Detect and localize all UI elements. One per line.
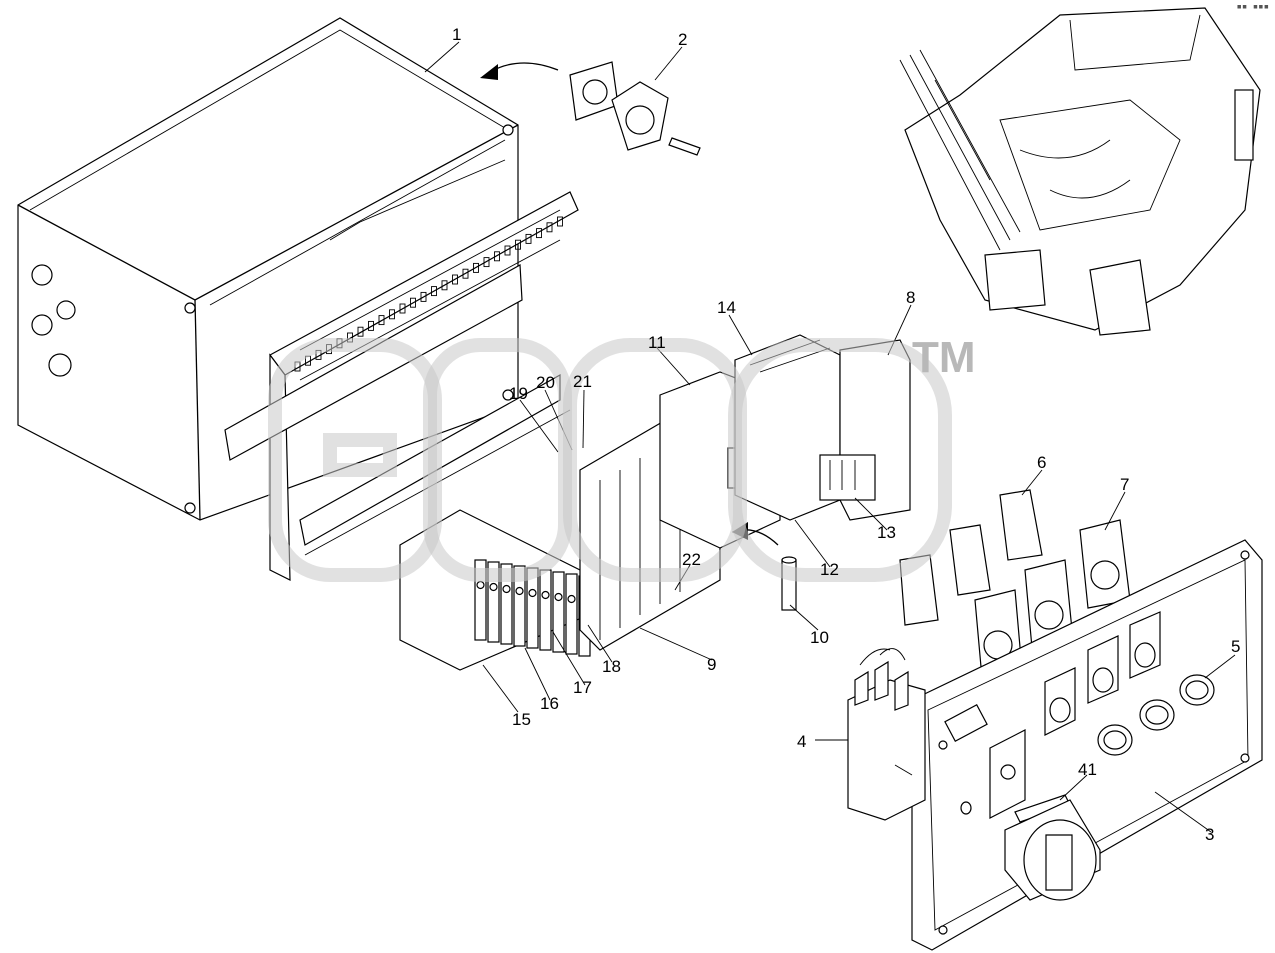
rail-tooth <box>389 309 395 320</box>
terminal-screw <box>515 586 524 596</box>
terminal-screw <box>528 588 537 598</box>
terminal-module <box>552 571 565 653</box>
rail-tooth <box>399 303 406 314</box>
callout-13: 13 <box>877 523 896 542</box>
rail-tooth <box>536 228 542 239</box>
callout-22: 22 <box>682 550 701 569</box>
rail-tooth <box>420 291 427 302</box>
callout-14: 14 <box>717 298 736 317</box>
terminal-screw <box>567 594 576 604</box>
callout-7: 7 <box>1120 475 1129 494</box>
rotary-switch <box>1004 799 1101 901</box>
callout-41: 41 <box>1078 760 1097 779</box>
socket-connector <box>569 61 701 156</box>
callout-16: 16 <box>540 694 559 713</box>
callout-19: 19 <box>509 384 528 403</box>
rail-tooth <box>357 326 364 337</box>
callout-3: 3 <box>1205 825 1214 844</box>
rail-tooth <box>441 280 448 291</box>
terminal-screw <box>489 582 498 592</box>
rail-tooth <box>504 245 511 256</box>
callout-6: 6 <box>1037 453 1046 472</box>
callout-12: 12 <box>820 560 839 579</box>
corner-mark: ▪▪ ▪▪▪ <box>1236 2 1269 12</box>
callout-8: 8 <box>906 288 915 307</box>
callout-18: 18 <box>602 657 621 676</box>
rail-tooth <box>483 257 490 268</box>
callout-11: 11 <box>648 333 666 352</box>
rail-tooth <box>452 274 458 285</box>
callout-1: 1 <box>452 25 461 44</box>
contact-holders-7 <box>974 519 1131 679</box>
trademark-sign: TM <box>912 333 976 382</box>
rail-tooth <box>410 297 416 308</box>
rail-tooth <box>515 239 521 250</box>
terminal-module <box>487 561 500 643</box>
terminal-screw <box>476 580 485 590</box>
rail-tooth <box>525 233 532 244</box>
callout-2: 2 <box>678 30 687 49</box>
rail-tooth <box>462 268 469 279</box>
mount-arrow <box>480 62 559 80</box>
terminal-module <box>539 569 552 651</box>
rail-tooth <box>494 251 500 262</box>
terminal-module <box>565 573 578 655</box>
circuit-breaker-8 <box>819 339 911 521</box>
callout-15: 15 <box>512 710 531 729</box>
rail-tooth <box>431 286 437 297</box>
main-switch-body-4 <box>847 648 926 821</box>
rail-tooth <box>378 315 385 326</box>
rail-teeth <box>294 216 563 372</box>
callout-4: 4 <box>797 732 806 751</box>
callout-10: 10 <box>810 628 829 647</box>
terminal-module <box>474 559 487 641</box>
rail-tooth <box>546 222 553 233</box>
machine-illustration <box>899 7 1261 336</box>
callout-21: 21 <box>573 372 592 391</box>
rail-tooth <box>368 320 374 331</box>
rail-tooth <box>473 262 479 273</box>
pushbuttons-5 <box>1097 674 1215 756</box>
terminal-module <box>513 565 526 647</box>
front-panel <box>911 539 1263 951</box>
watermark: TM <box>268 333 976 582</box>
callout-5: 5 <box>1231 637 1240 656</box>
terminal-module <box>500 563 513 645</box>
rail-tooth <box>557 216 563 227</box>
callout-17: 17 <box>573 678 592 697</box>
terminal-screw <box>554 592 563 602</box>
enclosure-box <box>17 17 519 521</box>
callout-labels: 1 2 3 4 5 6 7 8 9 10 11 12 13 14 15 16 1… <box>452 25 1240 844</box>
callout-9: 9 <box>707 655 716 674</box>
callout-20: 20 <box>536 373 555 392</box>
terminal-screw <box>502 584 511 594</box>
terminal-screw <box>541 590 550 600</box>
